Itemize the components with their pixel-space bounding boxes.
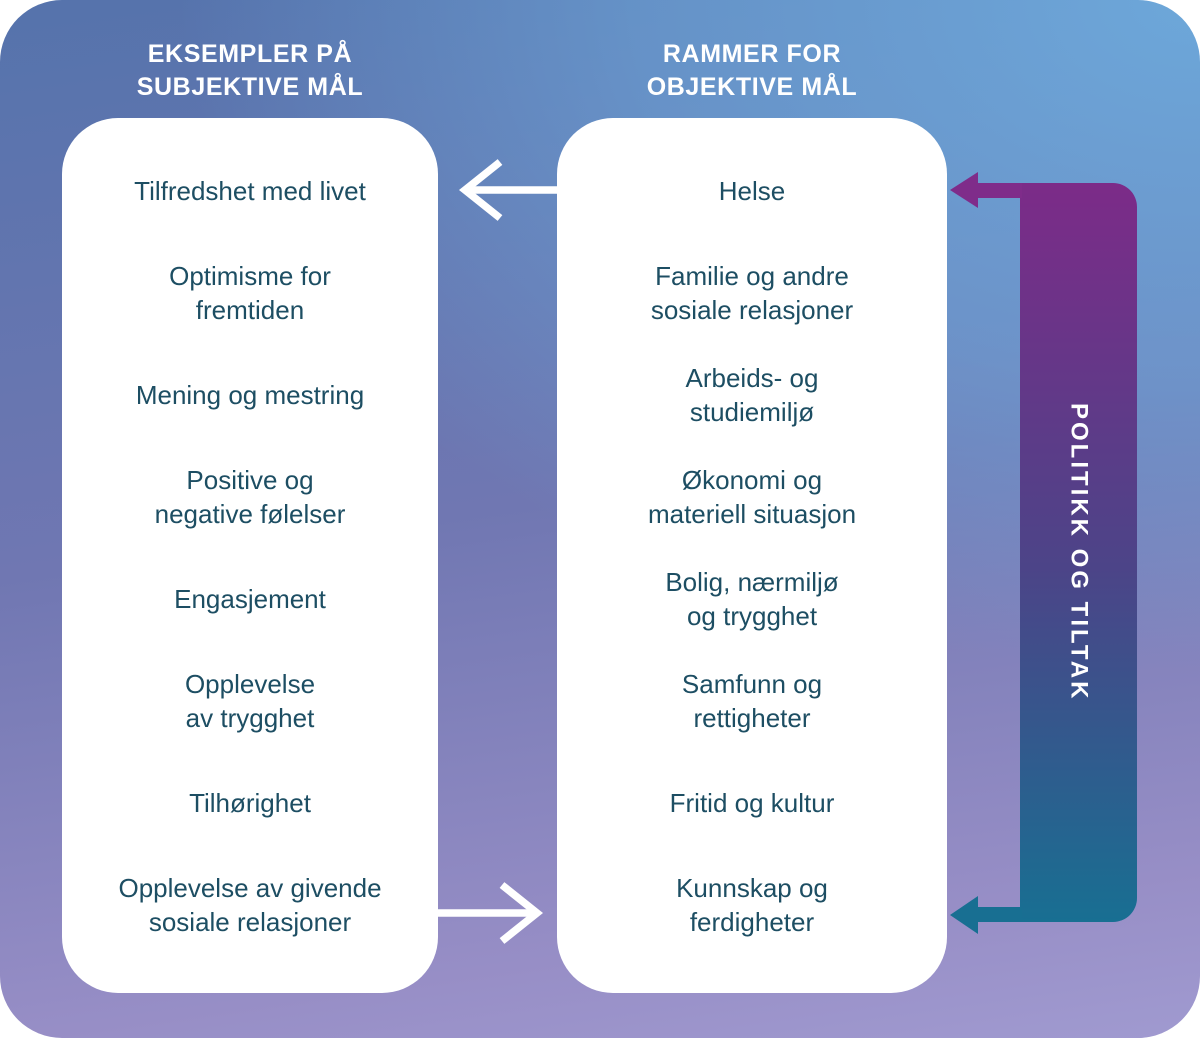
list-item: Optimisme for fremtiden <box>169 261 331 325</box>
list-item: Familie og andre sosiale relasjoner <box>650 261 854 325</box>
list-item: Økonomi og materiell situasjon <box>647 465 857 529</box>
policy-arrow-bottom-left-icon <box>950 896 978 934</box>
list-item: Kunnskap og ferdigheter <box>676 873 828 937</box>
list-item: Bolig, nærmiljø og trygghet <box>665 567 839 631</box>
arrow-left-icon <box>458 159 567 221</box>
list-item: Positive og negative følelser <box>154 465 346 529</box>
policy-bar: POLITIKK OG TILTAK <box>1020 183 1137 922</box>
list-item: Opplevelse av givende sosiale relasjoner <box>118 873 382 937</box>
policy-bar-label: POLITIKK OG TILTAK <box>1065 403 1093 702</box>
arrow-right-icon <box>432 882 544 944</box>
subjective-goals-panel: Tilfredshet med livet Optimisme for frem… <box>62 118 438 993</box>
list-item: Tilfredshet med livet <box>134 176 366 206</box>
list-item: Opplevelse av trygghet <box>184 669 316 733</box>
list-item: Arbeids- og studiemiljø <box>685 363 819 427</box>
list-item: Fritid og kultur <box>669 788 835 818</box>
policy-arrow-top-left-icon <box>950 172 978 208</box>
policy-arrow-bottom-shaft <box>976 907 1022 922</box>
list-item: Helse <box>718 176 786 206</box>
left-column-title: EKSEMPLER PÅ SUBJEKTIVE MÅL <box>136 40 364 101</box>
list-item: Samfunn og rettigheter <box>681 669 823 733</box>
right-column-title: RAMMER FOR OBJEKTIVE MÅL <box>646 40 858 101</box>
objective-goals-panel: Helse Familie og andre sosiale relasjone… <box>557 118 947 993</box>
list-item: Tilhørighet <box>189 788 311 818</box>
policy-arrow-top-shaft <box>976 183 1022 198</box>
list-item: Mening og mestring <box>135 380 365 410</box>
list-item: Engasjement <box>174 584 326 614</box>
